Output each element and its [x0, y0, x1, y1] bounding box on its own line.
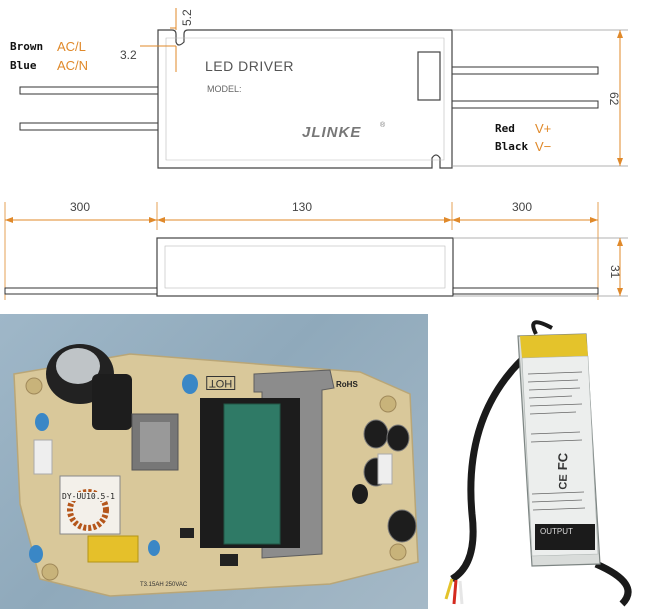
side-output-wire [452, 287, 599, 295]
x-capacitor [87, 535, 139, 563]
side-input-wire [4, 287, 158, 295]
transformer-winding [223, 403, 281, 545]
dim-3-2-label: 3.2 [120, 48, 137, 62]
rohs-label: RoHS [336, 380, 358, 389]
input-connector [33, 439, 53, 475]
wire-red-label: Red [495, 122, 515, 135]
output-wire-black [449, 100, 599, 109]
brand-logo: JLINKE [302, 124, 362, 141]
left-wire-dim-label: 300 [70, 200, 91, 214]
right-wire-dim-label: 300 [512, 200, 533, 214]
fc-mark: FC [554, 452, 571, 471]
hot-label: HOT [206, 376, 236, 390]
input-cable [531, 320, 553, 335]
pcb-photo: DY-UU10.5-1 HOT RoHS T3.15AH 250VAC [0, 314, 428, 609]
driver-body-inner [165, 37, 445, 161]
driver-title: LED DRIVER [205, 58, 295, 74]
output-cable [594, 560, 632, 607]
product-photo-illustration [444, 320, 632, 607]
input-wire-brown [19, 86, 161, 95]
inductor-label: DY-UU10.5-1 [62, 492, 115, 501]
wire-blue-label: Blue [10, 59, 37, 72]
side-view-drawing [4, 202, 628, 300]
yellow-label [520, 334, 588, 358]
wire-red-function: V+ [535, 121, 552, 136]
wire-brown-label: Brown [10, 40, 44, 53]
wire-black-label: Black [495, 140, 529, 153]
pcb-photo-illustration [13, 344, 419, 597]
product-photo: FC CE OUTPUT [432, 314, 650, 609]
model-label: MODEL: [207, 84, 242, 94]
top-view-drawing [19, 8, 628, 169]
output-label: OUTPUT [540, 527, 573, 536]
dim-5-2-label: 5.2 [180, 9, 194, 26]
brand-registered-mark: ® [380, 122, 386, 129]
thickness-dim-label: 31 [608, 265, 622, 279]
height-dim-label: 62 [607, 92, 621, 106]
fuse-label: T3.15AH 250VAC [140, 582, 188, 588]
side-body-outline [156, 237, 454, 297]
wire-black-function: V− [535, 139, 552, 154]
driver-body-outline [157, 29, 453, 169]
output-plate [535, 524, 595, 550]
input-cable-main [450, 341, 543, 583]
wire-blue-function: AC/N [57, 58, 89, 73]
output-connector [377, 453, 393, 485]
wire-brown-function: AC/L [57, 39, 86, 54]
output-wire-red [449, 66, 599, 75]
spec-label [521, 355, 599, 557]
input-wire-blue [19, 122, 161, 131]
label-window [417, 51, 441, 101]
ce-mark: CE [557, 474, 570, 490]
body-length-dim-label: 130 [292, 200, 313, 214]
